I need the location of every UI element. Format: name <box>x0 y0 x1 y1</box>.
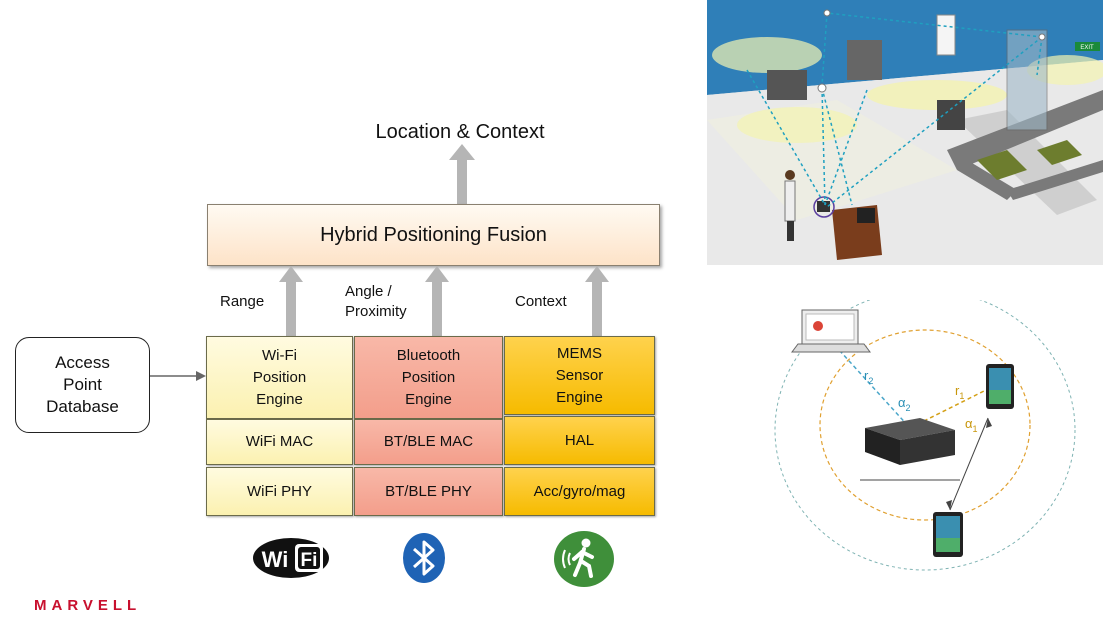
svg-text:Wi: Wi <box>262 547 289 572</box>
marvell-logo: MARVELL <box>34 597 142 614</box>
tablet-bottom-icon <box>933 512 963 557</box>
access-point-database: Access Point Database <box>15 337 150 433</box>
a1-label-main: α <box>965 416 973 431</box>
wifi-position-engine: Wi-Fi Position Engine <box>206 336 353 419</box>
r1-label: r1 <box>955 383 964 401</box>
r2-label: r2 <box>864 368 873 386</box>
exit-sign: EXIT <box>1080 45 1094 51</box>
bluetooth-logo-icon <box>403 533 445 583</box>
a2-label-sub: 2 <box>906 403 911 413</box>
r2-label-sub: 2 <box>868 376 873 386</box>
fusion-box: Hybrid Positioning Fusion <box>207 204 660 266</box>
angle-arrow <box>425 266 449 338</box>
inner-range-ring <box>819 329 1031 521</box>
svg-text:Fi: Fi <box>301 550 318 571</box>
a2-label: α2 <box>898 395 911 413</box>
output-label: Location & Context <box>375 120 545 143</box>
trilateration-diagram: r2 α2 r1 α1 <box>774 300 1076 571</box>
device-link-line <box>949 417 989 511</box>
r1-label-main: r <box>955 383 960 398</box>
tablet-top-icon <box>986 364 1014 409</box>
wifi-mac: WiFi MAC <box>206 419 353 465</box>
wifi-phy: WiFi PHY <box>206 467 353 516</box>
database-arrow <box>150 371 206 381</box>
r1-line <box>909 387 991 429</box>
range-arrow <box>279 266 303 338</box>
r2-line <box>829 339 911 429</box>
a1-label-sub: 1 <box>973 424 978 434</box>
label-angle-proximity: Angle / Proximity <box>345 283 407 320</box>
wifi-logo-icon: Wi Fi <box>253 538 329 578</box>
hal: HAL <box>504 416 655 465</box>
laptop-icon <box>791 309 871 353</box>
r2-label-main: r <box>864 368 869 383</box>
bluetooth-position-engine: Bluetooth Position Engine <box>354 336 503 419</box>
a2-label-main: α <box>898 395 906 410</box>
a1-label: α1 <box>965 416 978 434</box>
outer-range-ring <box>774 300 1076 571</box>
bt-ble-phy: BT/BLE PHY <box>354 467 503 516</box>
label-context: Context <box>515 293 567 310</box>
context-arrow <box>585 266 609 338</box>
indoor-positioning-scene: EXIT <box>707 0 1103 265</box>
acc-gyro-mag: Acc/gyro/mag <box>504 467 655 516</box>
output-arrow <box>449 144 475 204</box>
bt-ble-mac: BT/BLE MAC <box>354 419 503 465</box>
r1-label-sub: 1 <box>959 391 964 401</box>
box-device-icon <box>865 418 955 465</box>
label-range: Range <box>220 293 265 310</box>
mems-sensor-engine: MEMS Sensor Engine <box>504 336 655 415</box>
walking-person-icon <box>554 531 614 587</box>
